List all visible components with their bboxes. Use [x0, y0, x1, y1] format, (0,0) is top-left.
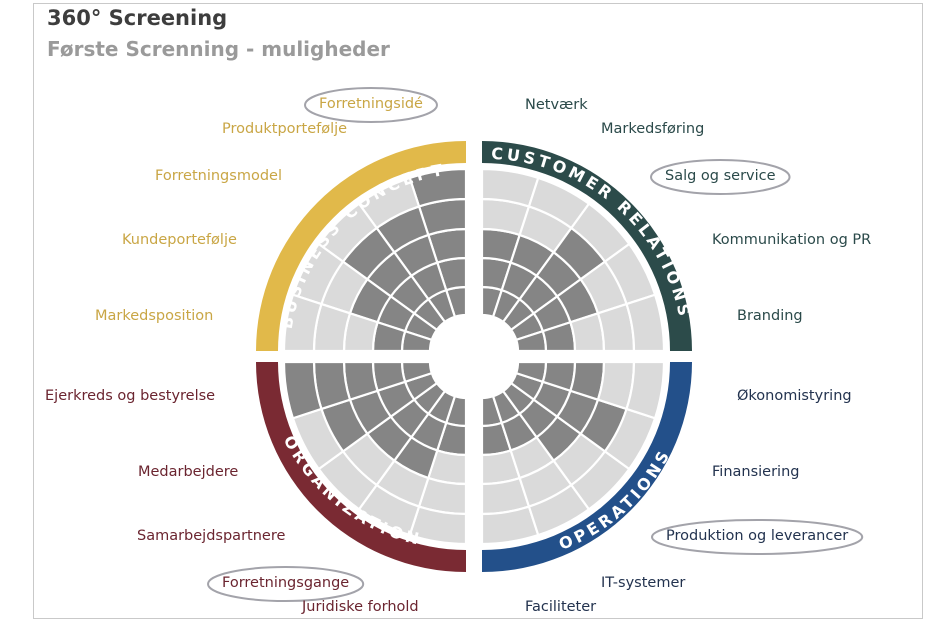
label-finansiering: Finansiering [712, 464, 800, 480]
segment-operations-1-ring-5 [480, 505, 540, 546]
label-ejerkreds-og-bestyrelse: Ejerkreds og bestyrelse [45, 388, 216, 404]
label-produktion-og-leverancer: Produktion og leverancer [666, 528, 849, 544]
organization-band [256, 362, 466, 572]
page-subtitle: Første Screnning - muligheder [47, 37, 390, 61]
page-title: 360° Screening [47, 6, 228, 30]
label-okonomistyring: Økonomistyring [737, 388, 852, 404]
label-produktportefolje: Produktportefølje [222, 121, 348, 137]
label-markedsforing: Markedsføring [601, 121, 705, 137]
label-samarbejdspartnere: Samarbejdspartnere [137, 528, 286, 544]
label-forretningside: Forretningsidé [319, 96, 423, 112]
segment-customer-relations-5-ring-5 [625, 293, 666, 353]
segment-operations-3-ring-5 [569, 449, 631, 511]
business-concept-band [256, 141, 466, 351]
operations-band [482, 362, 692, 572]
label-faciliteter: Faciliteter [525, 599, 597, 615]
label-medarbejdere: Medarbejdere [138, 464, 239, 480]
segment-organization-5-ring-5 [282, 360, 323, 420]
label-kommunikation-og-pr: Kommunikation og PR [712, 232, 872, 248]
highlight-ellipse [304, 87, 438, 123]
label-it-systemer: IT-systemer [601, 575, 686, 591]
label-kundeportefolje: Kundeportefølje [122, 232, 237, 248]
segment-business-concept-1-ring-5 [408, 167, 468, 208]
label-forretningsmodel: Forretningsmodel [155, 168, 282, 184]
segment-business-concept-4-ring-5 [291, 242, 345, 306]
customer-relations-band [482, 141, 692, 351]
label-markedsposition: Markedsposition [95, 308, 214, 324]
highlight-ellipse [650, 159, 791, 195]
highlight-ellipse [207, 566, 365, 602]
highlight-ellipse [651, 519, 864, 555]
label-branding: Branding [737, 308, 803, 324]
segment-business-concept-3-ring-5 [317, 202, 379, 264]
wheel-center [434, 316, 514, 396]
label-netvaerk: Netværk [525, 97, 588, 113]
segment-operations-5-ring-5 [625, 360, 666, 420]
slide-frame [33, 3, 923, 619]
segment-business-concept-5-ring-5 [282, 293, 323, 353]
segment-operations-2-ring-5 [527, 483, 591, 537]
segment-operations-4-ring-5 [603, 407, 657, 471]
label-forretningsgange: Forretningsgange [222, 575, 350, 591]
label-salg-og-service: Salg og service [665, 168, 776, 184]
segment-business-concept-2-ring-5 [357, 176, 421, 230]
label-juridiske-forhold: Juridiske forhold [302, 599, 419, 615]
